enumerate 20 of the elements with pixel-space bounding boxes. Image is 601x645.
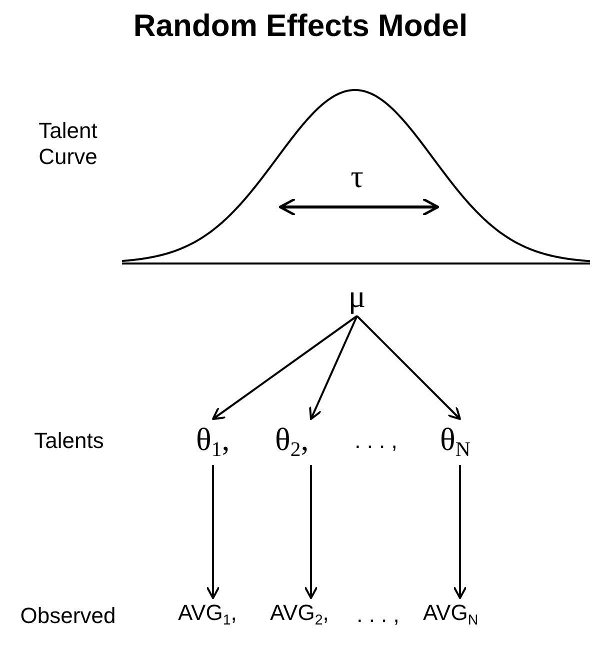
row-label: Observed bbox=[20, 603, 116, 630]
arrow bbox=[212, 315, 358, 420]
ellipsis: . . . , bbox=[354, 428, 398, 454]
arrow bbox=[309, 316, 358, 420]
arrow bbox=[453, 465, 467, 599]
diagram-title: Random Effects Model bbox=[132, 8, 469, 44]
average-label: AVG$_{1}$, bbox=[178, 602, 237, 628]
average-label: AVG$_{N}$ bbox=[423, 602, 478, 628]
arrow bbox=[304, 465, 318, 599]
greek-symbol: μ bbox=[348, 280, 366, 312]
ellipsis: . . . , bbox=[356, 602, 400, 628]
spread-symbol: τ bbox=[350, 160, 364, 192]
arrow bbox=[356, 315, 461, 420]
average-label: AVG$_{2}$, bbox=[270, 602, 329, 628]
greek-symbol: θ$_{1}$, bbox=[196, 423, 230, 462]
arrow bbox=[206, 465, 220, 599]
greek-symbol: θ$_{N}$ bbox=[440, 423, 470, 462]
curve-label: Talent Curve bbox=[38, 118, 98, 171]
greek-symbol: θ$_{2}$, bbox=[275, 423, 309, 462]
row-label: Talents bbox=[34, 428, 104, 454]
